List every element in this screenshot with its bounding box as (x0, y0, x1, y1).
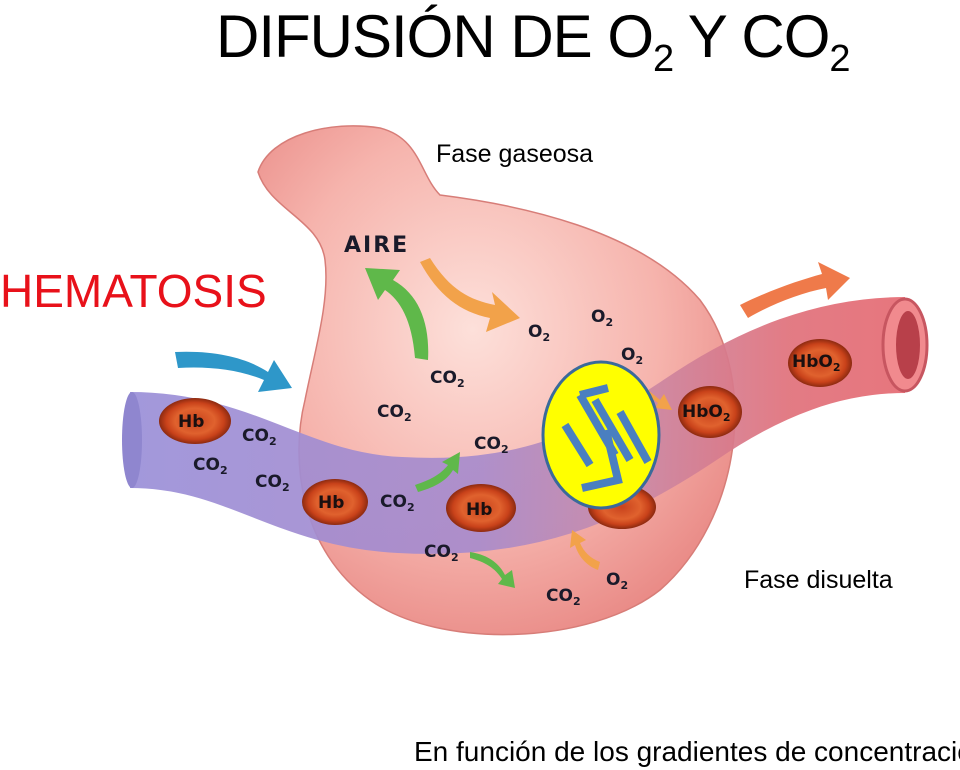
svg-text:O2: O2 (606, 570, 628, 592)
capillary-left-end (122, 392, 142, 488)
page-title: DIFUSIÓN DE O2 Y CO2 (216, 3, 851, 80)
co2-down-arrow (470, 552, 515, 588)
svg-text:CO2: CO2 (255, 472, 290, 494)
svg-text:Hb: Hb (466, 500, 492, 520)
svg-text:CO2: CO2 (193, 455, 228, 477)
hemoglobin-labels: Hb Hb Hb HbO2 HbO2 (178, 352, 841, 520)
svg-text:CO2: CO2 (380, 492, 415, 514)
gas-phase-label: Fase gaseosa (436, 140, 594, 168)
svg-text:CO2: CO2 (242, 426, 277, 448)
blood-flow-in-arrow (175, 351, 292, 392)
o2-in-arrow (420, 258, 520, 332)
o2-labels: O2 O2 O2 O2 (528, 307, 643, 592)
svg-text:HbO2: HbO2 (682, 402, 731, 424)
blood-flow-out-arrow (740, 262, 850, 318)
svg-text:Hb: Hb (178, 412, 204, 432)
svg-text:CO2: CO2 (377, 402, 412, 424)
svg-text:CO2: CO2 (424, 542, 459, 564)
svg-text:CO2: CO2 (474, 434, 509, 456)
capillary (128, 297, 906, 554)
o2-up-arrow (570, 530, 600, 570)
equilibrium-symbol (541, 360, 661, 510)
svg-text:HbO2: HbO2 (792, 352, 841, 374)
svg-text:CO2: CO2 (546, 586, 581, 608)
co2-labels: CO2 CO2 CO2 CO2 CO2 CO2 CO2 CO2 CO2 (193, 368, 581, 608)
air-label: AIRE (344, 233, 409, 258)
dissolved-phase-label: Fase disuelta (744, 566, 893, 594)
co2-out-arrow (365, 268, 429, 360)
hematosis-label: HEMATOSIS (0, 265, 267, 317)
svg-text:O2: O2 (528, 322, 550, 344)
red-blood-cells (159, 339, 852, 532)
footer-caption: En función de los gradientes de concentr… (414, 736, 960, 767)
svg-text:Hb: Hb (318, 493, 344, 513)
svg-text:O2: O2 (621, 345, 643, 367)
svg-text:CO2: CO2 (430, 368, 465, 390)
capillary-lumen (896, 311, 920, 379)
co2-small-arrow (415, 452, 460, 492)
svg-text:O2: O2 (591, 307, 613, 329)
